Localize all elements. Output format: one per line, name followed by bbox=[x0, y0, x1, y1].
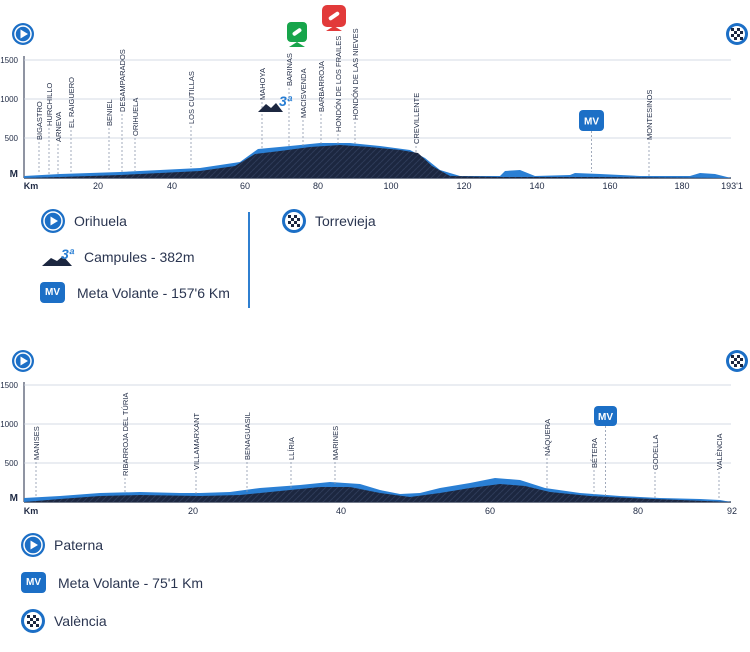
legend-start-label: Paterna bbox=[54, 537, 104, 553]
x-tick-label: 92 bbox=[727, 506, 737, 516]
place-label: VILLAMARXANT bbox=[192, 412, 201, 470]
y-tick-label: 1500 bbox=[0, 56, 18, 65]
y-tick-label: 1000 bbox=[0, 420, 18, 429]
x-tick-label: 100 bbox=[383, 181, 398, 191]
play-icon bbox=[41, 209, 65, 233]
x-tick-label: 40 bbox=[167, 181, 177, 191]
y-tick-label: 1000 bbox=[0, 95, 18, 104]
y-tick-label: 500 bbox=[5, 459, 19, 468]
green-sprint-icon bbox=[287, 22, 307, 47]
place-label: MANISES bbox=[32, 426, 41, 460]
stage-2-profile: 1500 1000 500 M Km 20 40 60 80 92 MANISE… bbox=[0, 350, 748, 516]
place-label: DESAMPARADOS bbox=[118, 49, 127, 112]
mv-badge: MV bbox=[40, 282, 65, 303]
x-tick-label: 160 bbox=[602, 181, 617, 191]
x-tick-label: Km bbox=[24, 506, 39, 516]
legend-mv-label: Meta Volante - 75'1 Km bbox=[58, 574, 204, 591]
place-label: MARINES bbox=[331, 426, 340, 460]
place-label: LOS CUTILLAS bbox=[187, 71, 196, 124]
legend-mv-label: Meta Volante - 157'6 Km bbox=[77, 284, 230, 301]
place-label: HURCHILLO bbox=[45, 82, 54, 126]
mv-badge: MV bbox=[21, 572, 46, 593]
y-gridlines bbox=[24, 384, 731, 464]
elevation-profile-dark bbox=[24, 484, 731, 502]
legend-climb-badge: 3ª bbox=[61, 246, 75, 262]
place-label: VALÈNCIA bbox=[715, 433, 724, 470]
place-label: MONTESINOS bbox=[645, 90, 654, 140]
y-tick-label: M bbox=[10, 493, 18, 504]
legend-finish-label: València bbox=[54, 613, 107, 629]
place-label: HONDÓN DE LAS NIEVES bbox=[351, 28, 360, 120]
y-tick-label: 1500 bbox=[0, 381, 18, 390]
legend-start: Orihuela bbox=[40, 208, 127, 234]
place-label: BARINAS bbox=[285, 53, 294, 86]
x-tick-label: 120 bbox=[456, 181, 471, 191]
place-label: ORIHUELA bbox=[131, 98, 140, 136]
place-label: HONDÓN DE LOS FRAILES bbox=[334, 36, 343, 132]
checkered-flag-icon bbox=[21, 609, 45, 633]
x-tick-label: 60 bbox=[240, 181, 250, 191]
legend-climb-label: Campules - 382m bbox=[84, 249, 195, 265]
finish-checkered-flag-icon bbox=[726, 23, 748, 45]
legend-finish: Torrevieja bbox=[281, 208, 376, 234]
mv-badge: MV bbox=[598, 412, 613, 423]
start-play-icon bbox=[12, 23, 34, 45]
place-label: BENAGUASIL bbox=[243, 412, 252, 460]
y-tick-label: M bbox=[10, 169, 18, 180]
legend-divider bbox=[248, 212, 250, 308]
x-tick-label: 180 bbox=[674, 181, 689, 191]
place-label: BARBARROJA bbox=[317, 61, 326, 112]
legend-finish: València bbox=[20, 608, 107, 634]
x-tick-label: Km bbox=[24, 181, 39, 191]
x-tick-label: 60 bbox=[485, 506, 495, 516]
stage-1-profile: 1500 1000 500 M Km 20 40 60 80 100 120 1… bbox=[0, 5, 748, 191]
place-label: EL RAIGUERO bbox=[67, 77, 76, 128]
start-play-icon bbox=[12, 350, 34, 372]
place-labels: MANISES RIBARROJA DEL TÚRIA VILLAMARXANT BE… bbox=[32, 393, 724, 500]
mv-badge: MV bbox=[584, 117, 599, 128]
intermediate-sprint-marker: MV bbox=[594, 406, 617, 496]
x-tick-label: 20 bbox=[188, 506, 198, 516]
finish-checkered-flag-icon bbox=[726, 350, 748, 372]
x-tick-label: 40 bbox=[336, 506, 346, 516]
place-label: BÉTERA bbox=[590, 438, 599, 468]
climb-marker: 3ª bbox=[258, 93, 293, 112]
x-tick-label: 20 bbox=[93, 181, 103, 191]
legend-finish-label: Torrevieja bbox=[315, 213, 376, 229]
mountain-icon bbox=[258, 103, 283, 112]
legend-intermediate: MV Meta Volante - 157'6 Km bbox=[40, 282, 230, 303]
place-label: GODELLA bbox=[651, 435, 660, 470]
place-label: MACISVENDA bbox=[299, 68, 308, 118]
place-label: BIGASTRO bbox=[35, 101, 44, 140]
place-label: LLÍRIA bbox=[287, 437, 296, 460]
checkered-flag-icon bbox=[282, 209, 306, 233]
legend-intermediate: MV Meta Volante - 75'1 Km bbox=[21, 572, 203, 593]
place-label: ARNEVA bbox=[54, 112, 63, 142]
legend-climb: 3ª Campules - 382m bbox=[42, 246, 195, 268]
place-label: NÁQUERA bbox=[543, 419, 552, 456]
mountain-icon: 3ª bbox=[42, 246, 75, 266]
place-label: MAHOYA bbox=[258, 68, 267, 100]
legend-start: Paterna bbox=[20, 532, 103, 558]
legend-start-label: Orihuela bbox=[74, 213, 127, 229]
y-gridlines bbox=[24, 59, 731, 139]
x-tick-label: 80 bbox=[633, 506, 643, 516]
place-label: RIBARROJA DEL TÚRIA bbox=[121, 393, 130, 476]
intermediate-sprint-marker: MV bbox=[579, 110, 604, 172]
x-tick-label: 140 bbox=[529, 181, 544, 191]
red-sprint-icon bbox=[322, 5, 346, 31]
x-tick-label: 193'1 bbox=[721, 181, 743, 191]
play-icon bbox=[21, 533, 45, 557]
x-tick-label: 80 bbox=[313, 181, 323, 191]
y-tick-label: 500 bbox=[5, 134, 19, 143]
place-label: BENIEL bbox=[105, 99, 114, 126]
place-label: CREVILLENTE bbox=[412, 93, 421, 144]
climb-category-badge: 3ª bbox=[279, 93, 293, 109]
elevation-profile-dark bbox=[24, 145, 731, 178]
